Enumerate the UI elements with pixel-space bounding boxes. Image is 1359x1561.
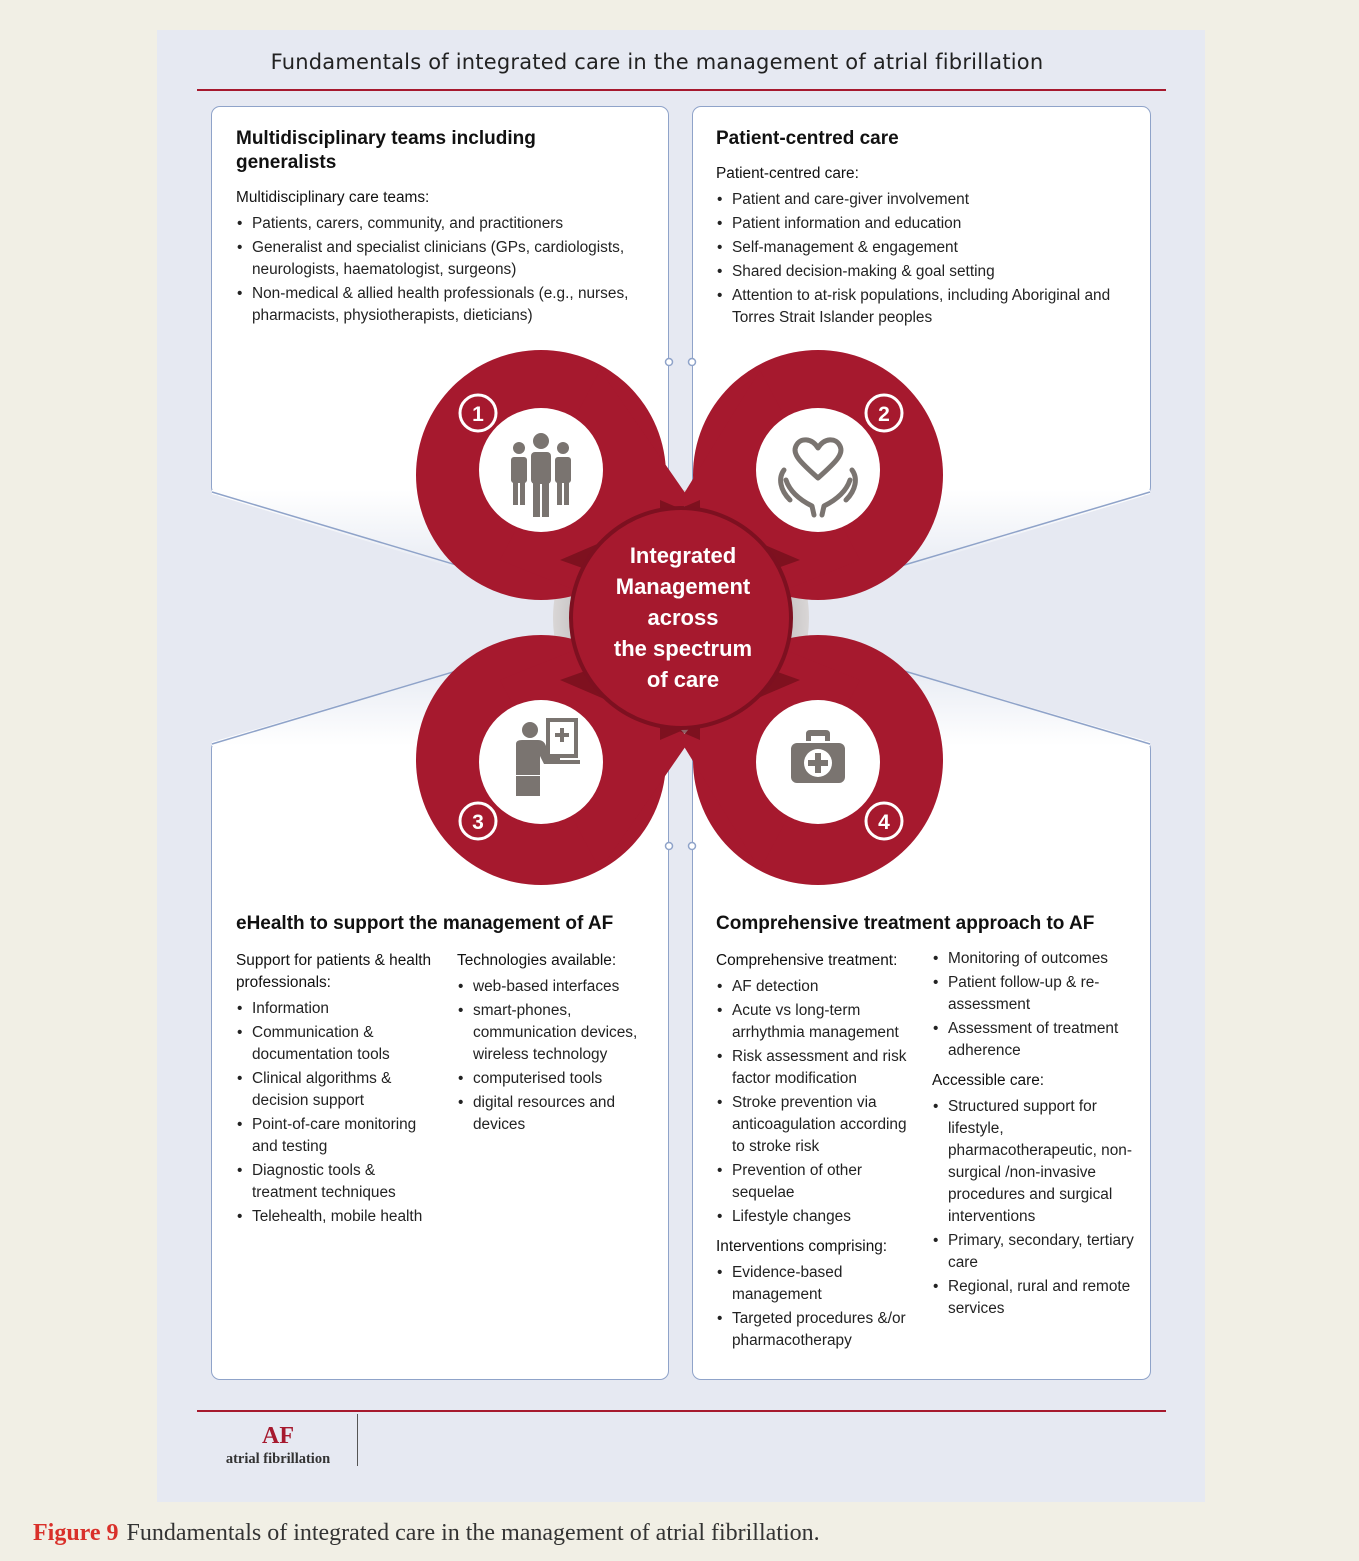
section-2-list: Patient and care-giver involvement Patie…: [716, 189, 1136, 329]
section-4-interventions-subheading: Interventions comprising:: [716, 1238, 888, 1255]
list-item: Attention to at-risk populations, includ…: [716, 285, 1136, 329]
section-2-heading: Patient-centred care: [716, 128, 899, 149]
section-3-heading-wrap: eHealth to support the management of AF: [236, 912, 656, 936]
center-label: Integrated Management across the spectru…: [613, 543, 753, 692]
center-disc: [571, 508, 791, 728]
list-item: Clinical algorithms & decision support: [236, 1068, 436, 1112]
list-item: computerised tools: [457, 1068, 657, 1090]
connector-dots: [664, 357, 697, 851]
section-3-col1-subheading: Support for patients & health profession…: [236, 952, 432, 991]
section-2-text: Patient-centred care Patient-centred car…: [716, 127, 1136, 331]
list-item: Patient information and education: [716, 213, 1136, 235]
logo-divider: [357, 1414, 358, 1466]
section-4-accessible-subheading: Accessible care:: [932, 1072, 1045, 1089]
list-item: Lifestyle changes: [716, 1206, 914, 1228]
list-item: Targeted procedures &/or pharmacotherapy: [716, 1308, 914, 1352]
figure-caption-text: Fundamentals of integrated care in the m…: [126, 1520, 820, 1546]
list-item: Generalist and specialist clinicians (GP…: [236, 237, 656, 281]
section-4-heading: Comprehensive treatment approach to AF: [716, 913, 1095, 934]
list-item: Risk assessment and risk factor modifica…: [716, 1046, 914, 1090]
top-rule: [197, 89, 1166, 91]
list-item: Acute vs long-term arrhythmia management: [716, 1000, 914, 1044]
section-1-list: Patients, carers, community, and practit…: [236, 213, 656, 327]
list-item: Monitoring of outcomes: [932, 948, 1137, 970]
heart-in-hands-icon: [778, 437, 858, 518]
number-badge-4: 4: [864, 801, 904, 841]
list-item: Information: [236, 998, 436, 1020]
svg-text:3: 3: [472, 811, 484, 834]
section-4-heading-wrap: Comprehensive treatment approach to AF: [716, 912, 1146, 936]
section-4-col1-subheading: Comprehensive treatment:: [716, 952, 898, 969]
icon-disc-3: [479, 700, 603, 824]
list-item: Stroke prevention via anticoagulation ac…: [716, 1092, 914, 1158]
list-item: Evidence-based management: [716, 1262, 914, 1306]
section-1-subheading: Multidisciplinary care teams:: [236, 189, 430, 206]
number-badge-1: 1: [458, 393, 498, 433]
list-item: Prevention of other sequelae: [716, 1160, 914, 1204]
list-item: Patient and care-giver involvement: [716, 189, 1136, 211]
icon-disc-2: [756, 408, 880, 532]
section-1-text: Multidisciplinary teams including genera…: [236, 127, 656, 329]
list-item: AF detection: [716, 976, 914, 998]
figure-caption: Figure 9 Fundamentals of integrated care …: [33, 1520, 820, 1547]
list-item: digital resources and devices: [457, 1092, 657, 1136]
list-item: Shared decision-making & goal setting: [716, 261, 1136, 283]
bottom-rule: [197, 1410, 1166, 1412]
number-badge-2: 2: [864, 393, 904, 433]
af-logo-name: atrial fibrillation: [225, 1451, 331, 1467]
section-3-col2-subheading: Technologies available:: [457, 952, 617, 969]
figure-caption-label: Figure 9: [33, 1520, 119, 1546]
list-item: Patients, carers, community, and practit…: [236, 213, 656, 235]
list-item: web-based interfaces: [457, 976, 657, 998]
medical-kit-icon: [791, 730, 845, 783]
number-badge-3: 3: [458, 801, 498, 841]
af-logo-abbr: AF: [262, 1423, 294, 1449]
list-item: Assessment of treatment adherence: [932, 1018, 1137, 1062]
list-item: Point-of-care monitoring and testing: [236, 1114, 436, 1158]
svg-text:4: 4: [878, 811, 890, 834]
section-3-col2: Technologies available: web-based interf…: [457, 950, 657, 1138]
section-2-subheading: Patient-centred care:: [716, 165, 859, 182]
list-item: Patient follow-up & re-assessment: [932, 972, 1137, 1016]
svg-text:2: 2: [878, 403, 890, 426]
section-1-heading: Multidisciplinary teams including genera…: [236, 128, 536, 173]
af-logo: AF atrial fibrillation: [223, 1422, 333, 1468]
section-3-col1: Support for patients & health profession…: [236, 950, 436, 1230]
list-item: Telehealth, mobile health: [236, 1206, 436, 1228]
section-3-heading: eHealth to support the management of AF: [236, 913, 614, 934]
list-item: Self-management & engagement: [716, 237, 1136, 259]
svg-text:1: 1: [472, 403, 484, 426]
list-item: smart-phones, communication devices, wir…: [457, 1000, 657, 1066]
list-item: Communication & documentation tools: [236, 1022, 436, 1066]
list-item: Non-medical & allied health professional…: [236, 283, 656, 327]
list-item: Primary, secondary, tertiary care: [932, 1230, 1137, 1274]
people-group-icon: [511, 433, 571, 517]
section-4-col1: Comprehensive treatment: AF detection Ac…: [716, 950, 914, 1354]
list-item: Regional, rural and remote services: [932, 1276, 1137, 1320]
section-4-col2: Monitoring of outcomes Patient follow-up…: [932, 948, 1137, 1322]
person-at-computer-icon: [516, 718, 580, 796]
list-item: Diagnostic tools & treatment techniques: [236, 1160, 436, 1204]
figure-title: Fundamentals of integrated care in the m…: [270, 50, 1044, 74]
list-item: Structured support for lifestyle, pharma…: [932, 1096, 1137, 1228]
